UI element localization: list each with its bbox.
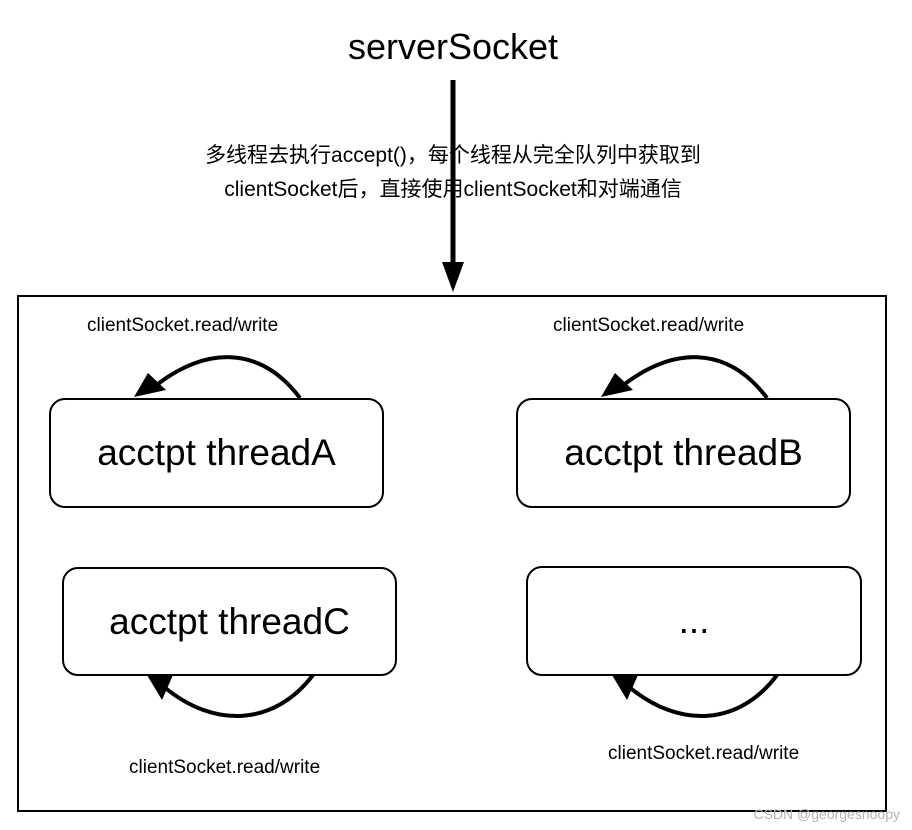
thread-c-label: acctpt threadC <box>109 600 350 642</box>
thread-c-loop-arrowhead <box>147 675 173 700</box>
ellipsis-rw-label: clientSocket.read/write <box>608 743 800 764</box>
thread-a-loop-arrow <box>148 355 302 400</box>
main-down-arrow-head <box>442 262 464 292</box>
thread-a-loop-arrowhead <box>134 373 166 397</box>
server-socket-title: serverSocket <box>347 26 559 67</box>
thread-b-box: acctpt threadB <box>516 398 851 508</box>
ellipsis-loop-arrow <box>626 673 779 718</box>
thread-c-rw-label: clientSocket.read/write <box>129 757 321 778</box>
thread-b-label: acctpt threadB <box>564 432 803 473</box>
thread-b-loop-arrow <box>615 355 769 400</box>
thread-b-rw-label: clientSocket.read/write <box>553 315 745 336</box>
ellipsis-box: ... <box>526 566 862 676</box>
thread-pool-container <box>17 295 887 812</box>
thread-b-loop-arrowhead <box>601 373 633 397</box>
thread-c-loop-arrow <box>161 673 315 718</box>
ellipsis-label: ... <box>678 600 710 641</box>
thread-a-label: acctpt threadA <box>97 432 336 473</box>
thread-a-box: acctpt threadA <box>49 398 384 508</box>
watermark: CSDN @georgesnoopy <box>753 806 900 822</box>
thread-a-rw-label: clientSocket.read/write <box>87 315 279 336</box>
ellipsis-loop-arrowhead <box>612 675 638 700</box>
thread-c-box: acctpt threadC <box>62 567 397 676</box>
